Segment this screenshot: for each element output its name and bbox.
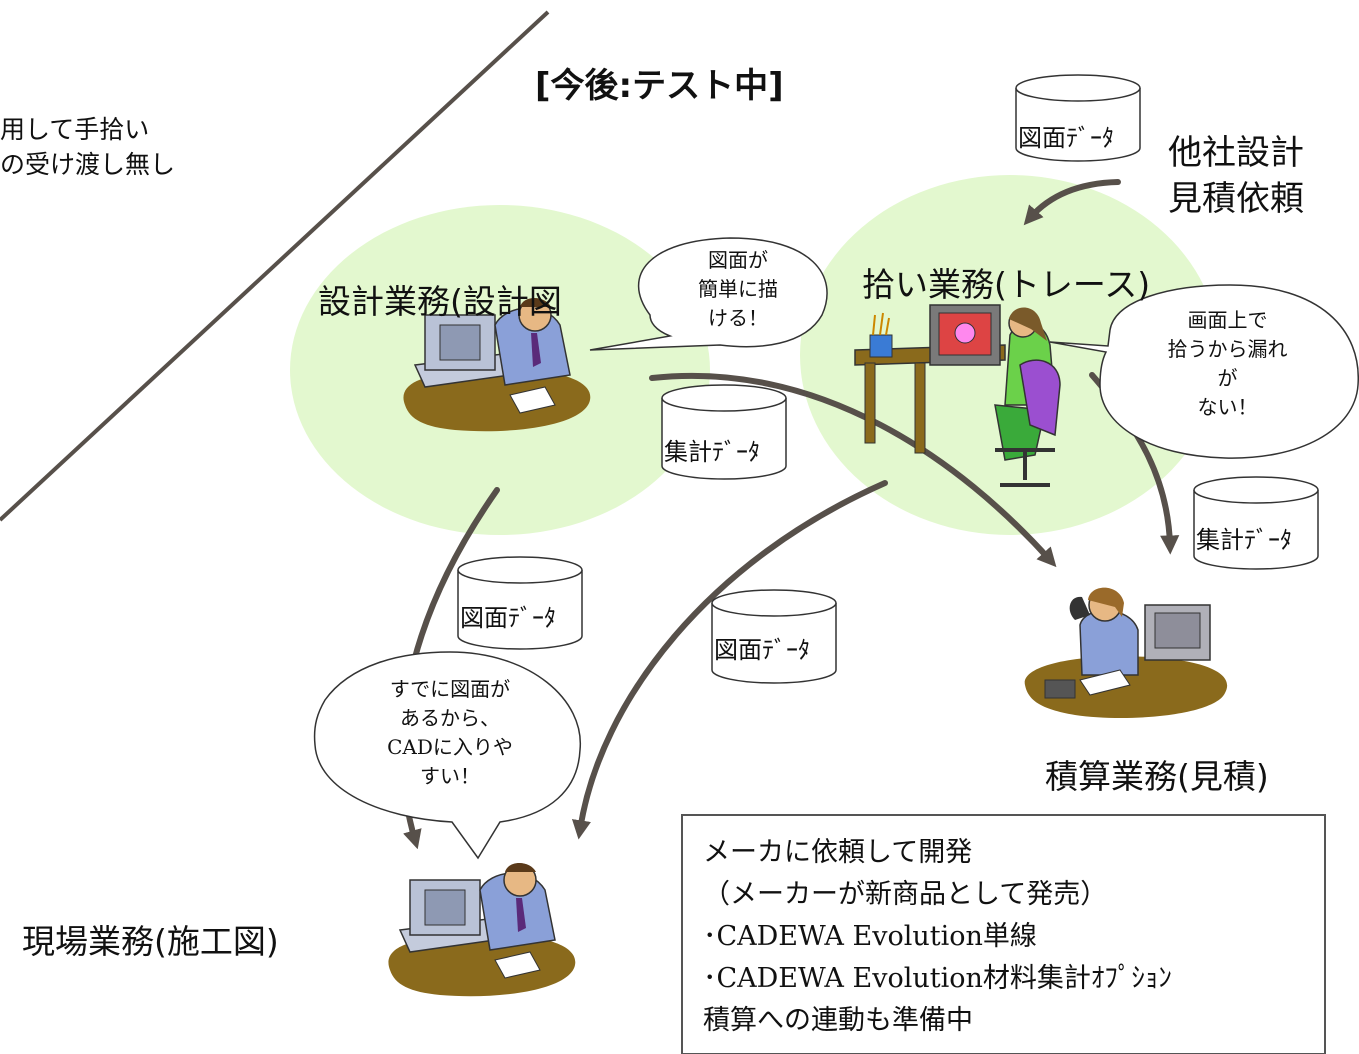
- summary-data-right-label: 集計ﾃﾞｰﾀ: [1196, 526, 1292, 554]
- site-speech-bubble: [313, 651, 581, 860]
- takeoff-role-label: 拾い業務(トレース): [862, 265, 1151, 304]
- arrow-takeoff-to-site: [571, 480, 888, 840]
- site-bubble-line: すでに図面が: [389, 677, 511, 701]
- top-left-note-line1: 用して手拾い: [0, 115, 150, 144]
- arrow-other-to-takeoff: [1023, 179, 1121, 226]
- info-line-5: 積算への連動も準備中: [703, 1005, 973, 1036]
- drawing-data-mid-cylinder: [711, 589, 837, 684]
- takeoff-bubble-line: 拾うから漏れ: [1167, 337, 1288, 361]
- estimator-figure-icon: [1024, 587, 1228, 719]
- takeoff-bubble-line: 画面上で: [1187, 308, 1268, 332]
- info-line-1: メーカに依頼して開発: [703, 837, 973, 868]
- design-bubble-line: ける！: [708, 306, 768, 330]
- info-box-text: メーカに依頼して開発 （メーカーが新商品として発売） ･CADEWA Evolu…: [703, 832, 1172, 1042]
- info-box-frame: [681, 814, 1326, 1054]
- takeoff-bubble-line: が: [1217, 366, 1238, 390]
- site-role-label: 現場業務(施工図): [22, 922, 279, 961]
- site-worker-figure-icon: [388, 863, 576, 997]
- divider-line: [0, 10, 550, 522]
- site-bubble-text: すでに図面が あるから、 CADに入りや すい！: [350, 675, 550, 791]
- drawing-data-top-label: 図面ﾃﾞｰﾀ: [1018, 124, 1114, 152]
- design-bubble-line: 図面が: [708, 248, 768, 272]
- site-bubble-line: あるから、: [400, 706, 500, 730]
- other-company-line2: 見積依頼: [1168, 179, 1304, 219]
- takeoff-bubble-line: ない！: [1197, 395, 1258, 419]
- design-bubble-text: 図面が 簡単に描 ける！: [668, 246, 808, 333]
- arrow-design-to-estimate: [649, 372, 1057, 568]
- takeoff-bubble-text: 画面上で 拾うから漏れ が ない！: [1135, 306, 1320, 422]
- design-role-label: 設計業務(設計図: [318, 282, 562, 321]
- summary-data-right-cylinder: [1193, 476, 1319, 570]
- takeoff-speech-bubble: [1049, 284, 1359, 459]
- header-title: [今後:テスト中]: [535, 66, 784, 106]
- top-left-note: 用して手拾い の受け渡し無し: [0, 112, 175, 182]
- designer-figure-icon: [403, 298, 591, 432]
- drawing-data-left-label: 図面ﾃﾞｰﾀ: [460, 604, 556, 632]
- summary-data-center-cylinder: [661, 384, 787, 480]
- site-bubble-line: すい！: [420, 764, 480, 788]
- drawing-data-left-cylinder: [457, 556, 583, 650]
- summary-data-center-label: 集計ﾃﾞｰﾀ: [664, 438, 760, 466]
- info-line-4: ･CADEWA Evolution材料集計ｵﾌﾟｼｮﾝ: [703, 963, 1172, 994]
- other-company-line1: 他社設計: [1168, 133, 1304, 173]
- drawing-data-top-cylinder: [1015, 74, 1141, 162]
- drawing-data-mid-label: 図面ﾃﾞｰﾀ: [714, 636, 810, 664]
- estimate-role-label: 積算業務(見積): [1045, 757, 1269, 796]
- info-line-2: （メーカーが新商品として発売）: [703, 879, 1108, 910]
- design-bubble-line: 簡単に描: [698, 277, 778, 301]
- top-left-note-line2: の受け渡し無し: [0, 150, 176, 179]
- other-company-label: 他社設計 見積依頼: [1168, 130, 1304, 222]
- info-line-3: ･CADEWA Evolution単線: [703, 921, 1037, 952]
- takeoff-worker-icon: [854, 304, 1061, 487]
- site-bubble-line: CADに入りや: [387, 735, 513, 759]
- design-speech-bubble: [589, 237, 828, 351]
